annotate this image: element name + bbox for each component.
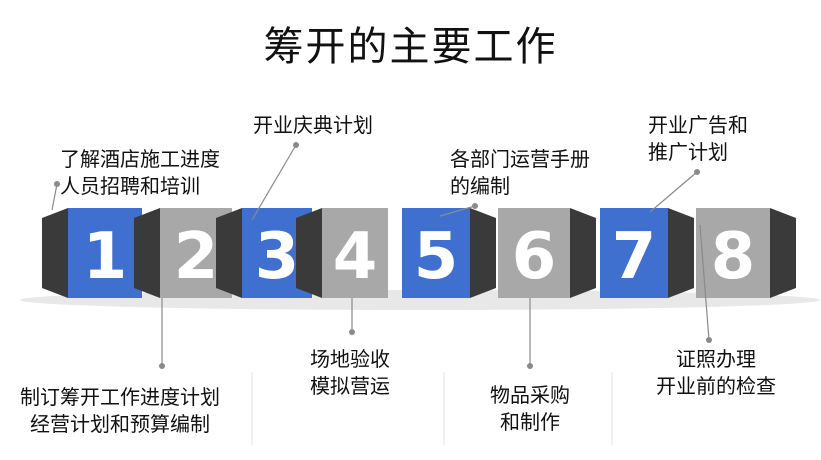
cube-7-number: 7 <box>612 220 657 294</box>
step-6-line-2: 和制作 <box>500 410 560 434</box>
leader-line-5 <box>439 205 476 217</box>
cube-8-face <box>696 208 770 298</box>
cube-4-number: 4 <box>333 220 378 294</box>
step-1-line-2: 人员招聘和培训 <box>60 174 200 198</box>
step-6-line-1: 物品采购 <box>490 383 570 407</box>
step-1-line-1: 了解酒店施工进度 <box>60 147 220 171</box>
cube-8-number: 8 <box>711 220 756 294</box>
cube-7-face <box>600 208 668 298</box>
step-2-line-2: 经营计划和预算编制 <box>30 412 210 436</box>
step-1-label: 了解酒店施工进度 人员招聘和培训 <box>60 146 220 200</box>
step-2-line-1: 制订筹开工作进度计划 <box>20 385 220 409</box>
step-4-line-1: 场地验收 <box>310 347 390 371</box>
step-4-line-2: 模拟营运 <box>310 374 390 398</box>
step-7-line-1: 开业广告和 <box>648 113 748 137</box>
cube-2-side <box>134 208 160 298</box>
step-8-label: 证照办理 开业前的检查 <box>648 346 784 400</box>
cube-1-side <box>42 208 68 298</box>
leader-dot-4 <box>349 329 355 335</box>
cube-5-side <box>470 208 496 298</box>
leader-dot-5 <box>472 203 478 209</box>
cube-1-face <box>68 208 142 298</box>
step-3-line-1: 开业庆典计划 <box>253 113 373 137</box>
leader-dot-2 <box>159 363 165 369</box>
page-title: 筹开的主要工作 <box>263 24 558 70</box>
leader-line-3 <box>251 144 297 221</box>
cube-5-number: 5 <box>414 220 459 294</box>
cube-1-number: 1 <box>83 220 128 294</box>
step-7-label: 开业广告和 推广计划 <box>648 112 748 166</box>
cube-3-side <box>216 208 242 298</box>
leader-dot-7 <box>694 169 700 175</box>
cube-6-face <box>498 208 570 298</box>
step-7-line-2: 推广计划 <box>648 140 728 164</box>
step-8-line-2: 开业前的检查 <box>656 374 776 398</box>
step-5-line-2: 的编制 <box>450 174 510 198</box>
cube-4-side <box>296 208 322 298</box>
cube-5-face <box>402 208 470 298</box>
step-8-line-1: 证照办理 <box>676 347 756 371</box>
step-3-label: 开业庆典计划 <box>253 112 373 139</box>
cube-3-number: 3 <box>255 220 300 294</box>
step-5-line-1: 各部门运营手册 <box>450 147 590 171</box>
cube-7-side <box>668 208 694 298</box>
leader-dot-6 <box>527 363 533 369</box>
leader-line-1 <box>51 183 58 211</box>
cube-2-number: 2 <box>174 220 219 294</box>
step-4-label: 场地验收 模拟营运 <box>295 346 405 400</box>
leader-dot-3 <box>293 142 299 148</box>
step-5-label: 各部门运营手册 的编制 <box>450 146 590 200</box>
leader-dot-1 <box>54 181 60 187</box>
cube-6-number: 6 <box>512 220 557 294</box>
leader-line-7 <box>649 171 698 213</box>
cube-4-face <box>322 208 388 298</box>
leader-dot-8 <box>706 337 712 343</box>
step-2-label: 制订筹开工作进度计划 经营计划和预算编制 <box>20 384 220 438</box>
leader-line-8 <box>699 224 710 341</box>
cube-8-side <box>770 208 796 298</box>
step-6-label: 物品采购 和制作 <box>470 382 590 436</box>
cube-6-side <box>570 208 596 298</box>
